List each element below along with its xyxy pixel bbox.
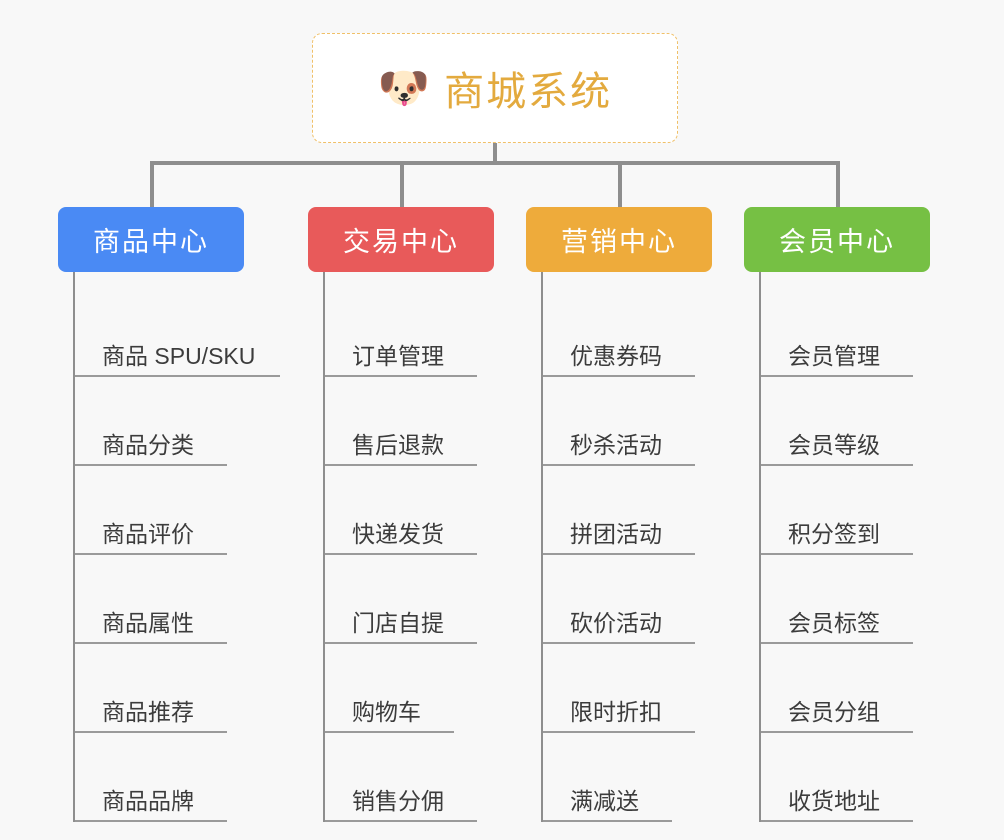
leaf-item-label: 会员分组 bbox=[788, 698, 880, 725]
leaf-item[interactable]: 会员分组 bbox=[761, 644, 930, 733]
leaf-item[interactable]: 快递发货 bbox=[325, 466, 494, 555]
leaf-item-label: 门店自提 bbox=[352, 609, 444, 636]
leaf-item[interactable]: 商品评价 bbox=[75, 466, 255, 555]
leaf-item-underline bbox=[761, 553, 913, 555]
leaf-item[interactable]: 优惠券码 bbox=[543, 288, 712, 377]
leaf-item-label: 满减送 bbox=[570, 787, 639, 814]
branch-column-2: 交易中心订单管理售后退款快递发货门店自提购物车销售分佣 bbox=[308, 207, 494, 822]
branch-column-4: 会员中心会员管理会员等级积分签到会员标签会员分组收货地址 bbox=[744, 207, 930, 822]
leaf-item-label: 商品属性 bbox=[102, 609, 194, 636]
leaf-item-label: 收货地址 bbox=[788, 787, 880, 814]
leaf-item-label: 砍价活动 bbox=[570, 609, 662, 636]
leaf-item[interactable]: 会员标签 bbox=[761, 555, 930, 644]
leaf-item[interactable]: 商品品牌 bbox=[75, 733, 255, 822]
leaf-item-underline bbox=[761, 642, 913, 644]
leaf-item[interactable]: 会员管理 bbox=[761, 288, 930, 377]
leaf-item-underline bbox=[761, 375, 913, 377]
leaf-item[interactable]: 商品属性 bbox=[75, 555, 255, 644]
leaf-item-label: 订单管理 bbox=[352, 342, 444, 369]
leaf-item-underline bbox=[325, 642, 477, 644]
leaf-list-3: 优惠券码秒杀活动拼团活动砍价活动限时折扣满减送 bbox=[541, 272, 712, 822]
branch-header-4[interactable]: 会员中心 bbox=[744, 207, 930, 272]
connector-horizontal-bar bbox=[150, 161, 840, 165]
leaf-item-label: 商品推荐 bbox=[102, 698, 194, 725]
leaf-item-label: 销售分佣 bbox=[352, 787, 444, 814]
branch-header-3[interactable]: 营销中心 bbox=[526, 207, 712, 272]
leaf-item[interactable]: 满减送 bbox=[543, 733, 712, 822]
leaf-item[interactable]: 订单管理 bbox=[325, 288, 494, 377]
leaf-item-label: 购物车 bbox=[352, 698, 421, 725]
shiba-dog-emoji-icon: 🐶 bbox=[377, 64, 431, 111]
leaf-item-label: 售后退款 bbox=[352, 431, 444, 458]
branch-header-2[interactable]: 交易中心 bbox=[308, 207, 494, 272]
leaf-list-1: 商品 SPU/SKU 商品分类商品评价商品属性商品推荐商品品牌 bbox=[73, 272, 280, 822]
leaf-item-underline bbox=[75, 375, 280, 377]
leaf-item[interactable]: 收货地址 bbox=[761, 733, 930, 822]
leaf-item-underline bbox=[75, 464, 227, 466]
leaf-item-underline bbox=[543, 464, 695, 466]
leaf-item-underline bbox=[543, 375, 695, 377]
leaf-item-label: 商品品牌 bbox=[102, 787, 194, 814]
leaf-list-2: 订单管理售后退款快递发货门店自提购物车销售分佣 bbox=[323, 272, 494, 822]
leaf-item[interactable]: 砍价活动 bbox=[543, 555, 712, 644]
leaf-item-underline bbox=[325, 464, 477, 466]
connector-drop-1 bbox=[150, 161, 154, 209]
leaf-item[interactable]: 积分签到 bbox=[761, 466, 930, 555]
leaf-item-underline bbox=[325, 553, 477, 555]
leaf-item-underline bbox=[761, 731, 913, 733]
leaf-item-label: 秒杀活动 bbox=[570, 431, 662, 458]
branch-column-3: 营销中心优惠券码秒杀活动拼团活动砍价活动限时折扣满减送 bbox=[526, 207, 712, 822]
leaf-item-label: 会员等级 bbox=[788, 431, 880, 458]
connector-stem bbox=[493, 143, 497, 164]
leaf-item[interactable]: 商品分类 bbox=[75, 377, 255, 466]
branch-header-1[interactable]: 商品中心 bbox=[58, 207, 244, 272]
leaf-item-underline bbox=[543, 820, 672, 822]
leaf-item-underline bbox=[325, 820, 477, 822]
leaf-item-underline bbox=[543, 642, 695, 644]
connector-drop-2 bbox=[400, 161, 404, 209]
connector-drop-4 bbox=[836, 161, 840, 209]
leaf-item-label: 拼团活动 bbox=[570, 520, 662, 547]
leaf-item-underline bbox=[761, 464, 913, 466]
leaf-item-label: 商品分类 bbox=[102, 431, 194, 458]
leaf-item[interactable]: 售后退款 bbox=[325, 377, 494, 466]
leaf-item-underline bbox=[75, 731, 227, 733]
leaf-item[interactable]: 销售分佣 bbox=[325, 733, 494, 822]
connector-drop-3 bbox=[618, 161, 622, 209]
leaf-item-underline bbox=[75, 820, 227, 822]
leaf-item-underline bbox=[75, 642, 227, 644]
leaf-list-4: 会员管理会员等级积分签到会员标签会员分组收货地址 bbox=[759, 272, 930, 822]
leaf-item-label: 优惠券码 bbox=[570, 342, 662, 369]
leaf-item-label: 会员标签 bbox=[788, 609, 880, 636]
leaf-item-label: 商品 SPU/SKU bbox=[102, 342, 256, 369]
leaf-item-label: 会员管理 bbox=[788, 342, 880, 369]
leaf-item[interactable]: 秒杀活动 bbox=[543, 377, 712, 466]
leaf-item-underline bbox=[543, 553, 695, 555]
leaf-item-label: 商品评价 bbox=[102, 520, 194, 547]
leaf-item-underline bbox=[761, 820, 913, 822]
root-node-title: 商城系统 bbox=[444, 70, 613, 114]
branch-column-1: 商品中心商品 SPU/SKU 商品分类商品评价商品属性商品推荐商品品牌 bbox=[58, 207, 280, 822]
leaf-item-label: 快递发货 bbox=[352, 520, 444, 547]
leaf-item[interactable]: 门店自提 bbox=[325, 555, 494, 644]
leaf-item-label: 积分签到 bbox=[788, 520, 880, 547]
leaf-item[interactable]: 购物车 bbox=[325, 644, 494, 733]
leaf-item[interactable]: 商品 SPU/SKU bbox=[75, 288, 280, 377]
leaf-item[interactable]: 会员等级 bbox=[761, 377, 930, 466]
leaf-item-underline bbox=[325, 731, 454, 733]
leaf-item-underline bbox=[325, 375, 477, 377]
leaf-item-underline bbox=[543, 731, 695, 733]
leaf-item[interactable]: 商品推荐 bbox=[75, 644, 255, 733]
leaf-item[interactable]: 限时折扣 bbox=[543, 644, 712, 733]
leaf-item-underline bbox=[75, 553, 227, 555]
leaf-item[interactable]: 拼团活动 bbox=[543, 466, 712, 555]
root-node[interactable]: 🐶 商城系统 bbox=[312, 33, 678, 143]
leaf-item-label: 限时折扣 bbox=[570, 698, 662, 725]
